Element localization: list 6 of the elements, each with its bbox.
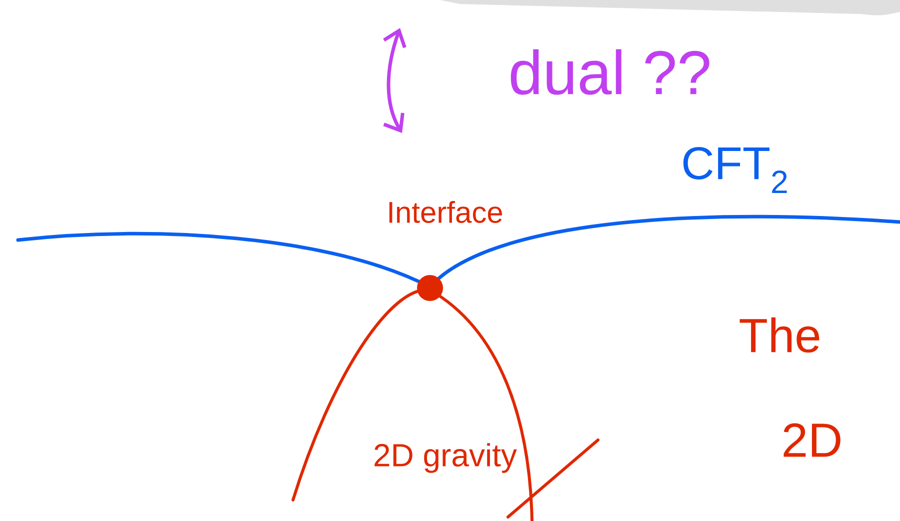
- annotation-text: dual ??: [510, 49, 710, 95]
- region-label: CFT$_{2}$: [683, 146, 787, 193]
- region-label: 2D gravity: [374, 443, 517, 473]
- annotation-text: The: [740, 317, 820, 353]
- annotation-text: 2D: [784, 423, 840, 457]
- point-label: Interface: [389, 201, 502, 223]
